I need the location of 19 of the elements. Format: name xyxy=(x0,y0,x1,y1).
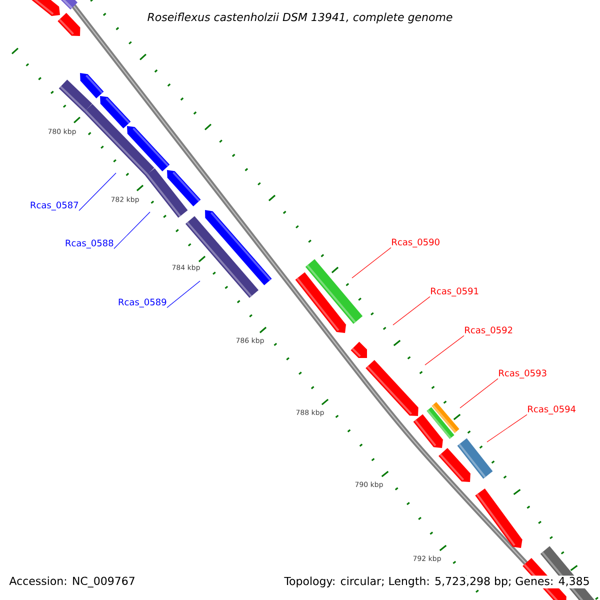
gene-label: Rcas_0592 xyxy=(465,326,512,336)
gene-label: Rcas_0587 xyxy=(30,202,78,210)
gene-label: Rcas_0589 xyxy=(118,298,166,308)
gene-label: Rcas_0588 xyxy=(66,240,114,248)
leader-line xyxy=(352,247,392,278)
accession-text: Accession: NC_009767 xyxy=(9,576,134,588)
gene-label: Rcas_0591 xyxy=(431,288,478,296)
leader-line xyxy=(166,280,200,308)
title: Roseiflexus castenholzii DSM 13941, complete genome xyxy=(148,12,452,24)
leader-line xyxy=(424,335,464,366)
leader-line xyxy=(78,172,116,211)
leader-line xyxy=(392,296,430,326)
gene-label: Rcas_0593 xyxy=(499,370,546,378)
leader-line xyxy=(114,212,150,249)
gene-label: Rcas_0590 xyxy=(392,238,440,248)
gene-label: Rcas_0594 xyxy=(528,406,576,414)
leader-line xyxy=(486,414,528,442)
leader-line xyxy=(460,378,498,408)
genome-info-text: Topology: circular; Length: 5,723,298 bp; Genes: 4,385 xyxy=(283,576,591,588)
